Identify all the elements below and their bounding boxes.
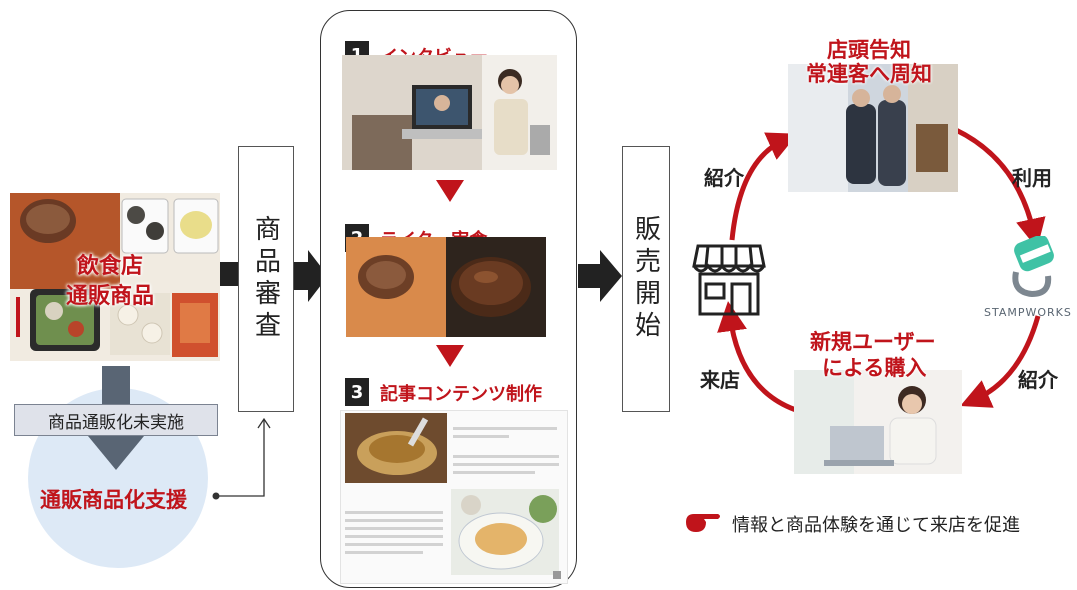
tasting-photo — [346, 237, 546, 337]
sales-start-box: 販売開始 — [622, 146, 670, 412]
storefront-photo — [788, 64, 958, 192]
step-arrow-2 — [436, 345, 464, 367]
step-arrow-1 — [436, 180, 464, 202]
restaurant-products-photo — [10, 193, 220, 361]
arrow-to-review — [220, 262, 242, 286]
not-implemented-label: 商品通販化未実施 — [48, 412, 184, 433]
arrow-to-steps — [294, 250, 328, 302]
restaurant-products-label-line2: 通販商品 — [66, 284, 155, 309]
support-connector — [212, 417, 271, 500]
footer-note: 情報と商品体験を通じて来店を促進 — [732, 515, 1020, 536]
sales-start-label: 販売開始 — [630, 215, 661, 343]
restaurant-products-label-line1: 飲食店 — [77, 254, 144, 279]
step-3-number: 3 — [345, 378, 369, 406]
cycle-arrows — [717, 127, 1046, 413]
new-users-label-line2: による購入 — [822, 356, 927, 380]
new-users-photo — [794, 370, 962, 474]
arrow-label-intro-right: 紹介 — [1018, 368, 1058, 392]
not-implemented-box: 商品通販化未実施 — [14, 404, 218, 436]
product-review-box: 商品審査 — [238, 146, 294, 412]
step-3-title: 記事コンテンツ制作 — [380, 384, 542, 405]
store-icon — [692, 244, 766, 316]
stampworks-logo-icon — [1012, 236, 1054, 298]
article-content-preview — [340, 410, 568, 584]
stampworks-logo-text: STAMPWORKS — [984, 306, 1072, 319]
storefront-label-line2: 常連客へ周知 — [806, 62, 932, 86]
arrow-label-use: 利用 — [1012, 166, 1052, 190]
product-review-label: 商品審査 — [250, 215, 281, 343]
arrow-label-intro-top: 紹介 — [704, 166, 744, 190]
storefront-label-line1: 店頭告知 — [827, 38, 911, 62]
arrow-label-visit: 来店 — [700, 368, 740, 392]
support-label: 通販商品化支援 — [40, 488, 187, 512]
new-users-label-line1: 新規ユーザー — [810, 330, 936, 354]
pointing-hand-icon — [686, 514, 720, 532]
interview-photo — [342, 55, 557, 170]
arrow-to-sales — [578, 250, 622, 302]
